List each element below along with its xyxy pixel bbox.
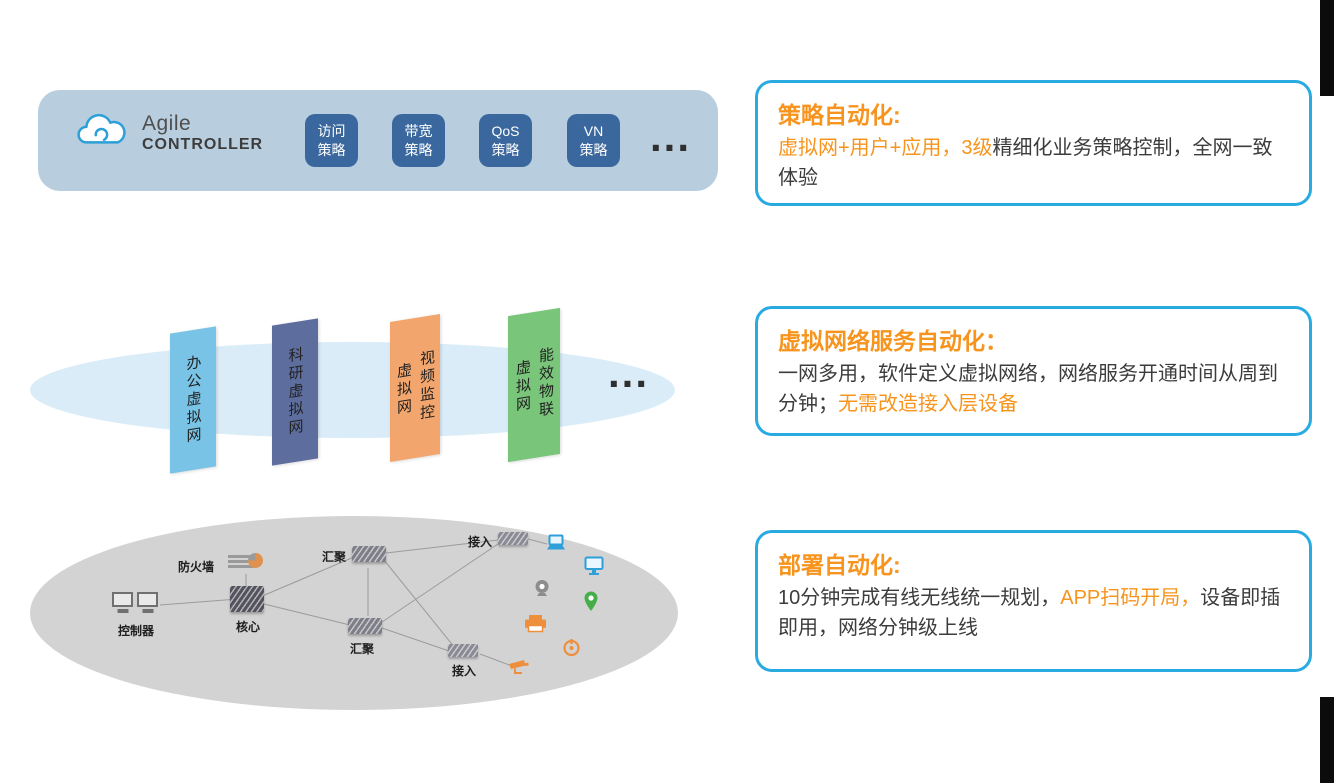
policy-chip-label: 策略 [491, 141, 520, 158]
callout-body: 10分钟完成有线无线统一规划，APP扫码开局，设备即插即用，网络分钟级上线 [778, 583, 1289, 643]
core-switch-icon [230, 586, 264, 612]
access-switch-icon [448, 644, 478, 657]
label-controller: 控制器 [117, 624, 154, 638]
callout-title: 部署自动化: [778, 552, 901, 578]
policy-chip-label: 带宽 [404, 123, 433, 140]
webcam-icon [533, 579, 551, 598]
policy-chip-label: 策略 [579, 141, 608, 158]
policy-chip-label: VN [583, 123, 604, 140]
policy-chip-label: 访问 [317, 123, 346, 140]
callout-title: 虚拟网络服务自动化： [778, 328, 1008, 354]
vn-panel-label: 办公虚拟网 [184, 353, 202, 447]
label-core: 核心 [235, 620, 260, 634]
vn-panel-video-surveillance: 视频监控 虚拟网 [390, 314, 440, 462]
brand-subname: CONTROLLER [142, 136, 264, 154]
agile-controller-bar: Agile CONTROLLER 访问 策略 带宽 策略 QoS 策略 VN 策… [38, 90, 718, 191]
vn-panel-label: 能效物联 [537, 345, 554, 421]
callout-deployment-automation: 部署自动化: 10分钟完成有线无线统一规划，APP扫码开局，设备即插即用，网络分… [755, 530, 1312, 672]
policy-chip-qos: QoS 策略 [479, 114, 532, 167]
vn-panel-label: 虚拟网 [514, 358, 531, 416]
body-segment: 精细化业务策略控制，全网一致体验 [778, 137, 1273, 189]
policy-chip-access: 访问 策略 [305, 114, 358, 167]
vn-panel-energy-iot: 能效物联 虚拟网 [508, 307, 560, 463]
label-access-bottom: 接入 [452, 664, 477, 678]
callout-policy-automation: 策略自动化: 虚拟网+用户+应用，3级精细化业务策略控制，全网一致体验 [755, 80, 1312, 206]
cctv-camera-icon [508, 658, 532, 675]
vn-panel-label: 虚拟网 [395, 361, 412, 419]
location-pin-icon [583, 591, 599, 612]
laptop-icon [545, 534, 567, 552]
monitor-shape [112, 592, 133, 607]
body-segment: 虚拟网+用户+应用，3级 [778, 137, 993, 159]
label-firewall: 防火墙 [178, 560, 215, 574]
virtual-network-layer-ellipse [30, 342, 675, 438]
callout-body: 虚拟网+用户+应用，3级精细化业务策略控制，全网一致体验 [778, 133, 1289, 193]
label-aggregation-bottom: 汇聚 [350, 642, 375, 656]
more-vn-ellipsis: ... [608, 349, 650, 396]
monitor-icon [584, 556, 604, 576]
body-segment: 一网多用，软件定义虚拟网络，网络服务开通时间从周到分钟； [778, 363, 1278, 415]
agile-controller-logo: Agile CONTROLLER [76, 112, 263, 155]
screen-artifact-bar-bottom [1320, 697, 1334, 783]
body-segment: 无需改造接入层设备 [838, 393, 1018, 415]
policy-chip-bandwidth: 带宽 策略 [392, 114, 445, 167]
controller-icon [112, 592, 158, 607]
body-segment: 10分钟完成有线无线统一规划， [778, 587, 1061, 609]
brand-name: Agile [142, 112, 192, 136]
printer-icon [524, 614, 547, 633]
policy-chip-label: 策略 [317, 141, 346, 158]
access-switch-icon [498, 532, 528, 545]
monitor-shape [137, 592, 158, 607]
policy-chip-label: 策略 [404, 141, 433, 158]
vn-panel-label: 科研虚拟网 [286, 345, 304, 439]
vn-panel-label: 视频监控 [418, 348, 435, 424]
vn-panel-research: 科研虚拟网 [272, 318, 318, 466]
cloud-icon [76, 112, 130, 155]
callout-vn-service-automation: 虚拟网络服务自动化： 一网多用，软件定义虚拟网络，网络服务开通时间从周到分钟；无… [755, 306, 1312, 436]
screen-artifact-bar-top [1320, 0, 1334, 96]
label-access-top: 接入 [468, 535, 493, 549]
label-aggregation-top: 汇聚 [322, 550, 347, 564]
firewall-icon [228, 553, 263, 570]
sensor-icon [562, 638, 581, 657]
callout-body: 一网多用，软件定义虚拟网络，网络服务开通时间从周到分钟；无需改造接入层设备 [778, 359, 1289, 419]
callout-title: 策略自动化: [778, 102, 901, 128]
aggregation-switch-icon [348, 618, 382, 634]
body-segment: APP扫码开局， [1060, 587, 1201, 609]
more-policies-ellipsis: ... [650, 113, 692, 160]
aggregation-switch-icon [352, 546, 386, 562]
policy-chip-vn: VN 策略 [567, 114, 620, 167]
vn-panel-office: 办公虚拟网 [170, 326, 216, 474]
body-segment: 设备即插即用，网络分钟级上线 [778, 587, 1281, 639]
policy-chip-label: QoS [491, 123, 520, 140]
